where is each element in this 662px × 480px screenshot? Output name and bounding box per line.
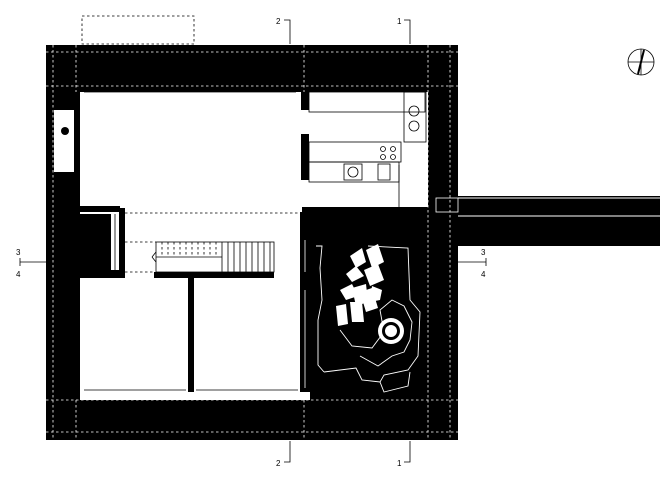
oven-circle [347, 166, 359, 178]
wall-stair-landing [80, 270, 120, 278]
section-label: 3 [16, 248, 21, 257]
left-window-dot [61, 127, 69, 135]
section-label: 2 [276, 17, 281, 26]
wall-kitchen-left-mid [301, 134, 309, 180]
wall-stair-left [119, 208, 125, 278]
kitchen-counter-right [403, 91, 427, 143]
wall-main-bottom [80, 206, 120, 212]
courtyard-sculpture [316, 244, 421, 393]
section-marker-left: 3 4 [16, 248, 46, 279]
stair-arrow-b [151, 256, 157, 263]
appliance [377, 163, 391, 181]
section-marker-right: 3 4 [458, 248, 487, 279]
staircase [125, 212, 300, 273]
section-label: 1 [397, 17, 402, 26]
bridge-opening [435, 197, 459, 213]
north-arrow-icon [627, 48, 655, 76]
wall-kitchen-bottom [302, 207, 428, 213]
stair-arrow-a [151, 251, 157, 258]
sink-1 [408, 105, 420, 117]
tree-core [385, 325, 397, 337]
wall-stair-bottom [154, 272, 274, 278]
hob-4 [390, 154, 396, 160]
oven [343, 163, 363, 181]
wall-rooms-divider [188, 278, 194, 392]
hob-1 [380, 146, 386, 152]
kitchen-floor [302, 92, 428, 208]
section-marker-top-2: 2 [276, 17, 291, 44]
entrance-block [53, 214, 119, 270]
canopy-outline [81, 15, 195, 45]
section-label: 4 [481, 270, 486, 279]
main-room-floor [80, 92, 302, 208]
section-label: 3 [481, 248, 486, 257]
room-left-floor [80, 278, 188, 392]
stair-floor [119, 208, 304, 278]
hob-2 [390, 146, 396, 152]
left-wall-lower [74, 278, 80, 390]
bridge [428, 196, 660, 246]
outer-walls [46, 45, 458, 440]
section-marker-top-1: 1 [397, 17, 411, 44]
left-window-panel [54, 110, 74, 172]
room-right-floor [194, 278, 302, 392]
sink-2 [408, 120, 420, 132]
section-marker-bottom-2: 2 [276, 441, 291, 468]
section-label: 4 [16, 270, 21, 279]
wall-kitchen-left-top [301, 92, 309, 110]
section-label: 2 [276, 459, 281, 468]
kitchen-counter-top [308, 91, 426, 113]
section-label: 1 [397, 459, 402, 468]
hob-3 [380, 154, 386, 160]
section-marker-bottom-1: 1 [397, 441, 411, 468]
stair-steps [161, 242, 271, 272]
